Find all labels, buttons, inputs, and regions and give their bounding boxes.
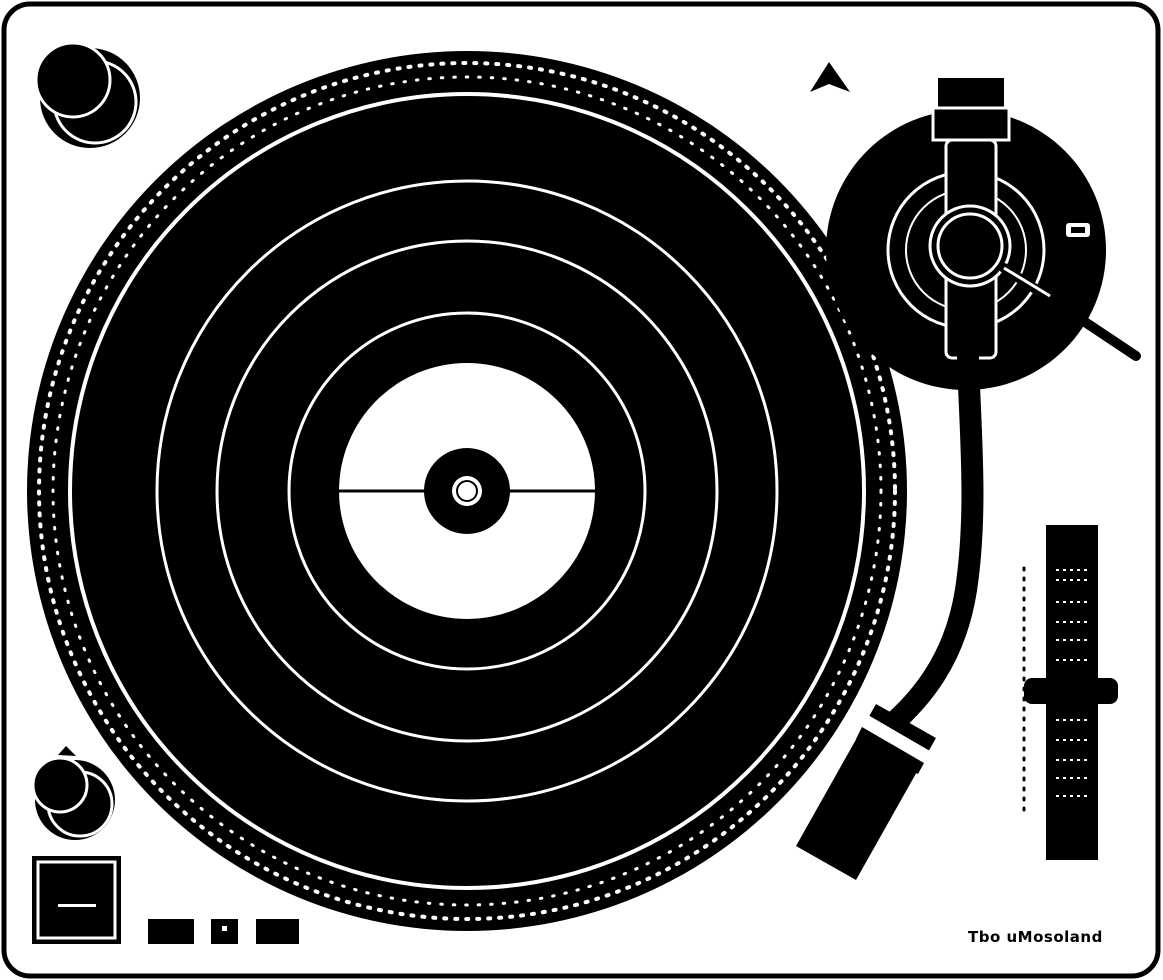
brand-label: Tbo uMosoland — [968, 928, 1103, 946]
vinyl-record — [77, 101, 857, 881]
platter-dot-track — [37, 61, 897, 921]
knob-icon[interactable] — [31, 746, 115, 840]
speed-45-button[interactable] — [211, 919, 238, 944]
platter-dot-track-inner — [51, 75, 883, 907]
record-groove-1 — [155, 179, 779, 803]
spindle-cap — [458, 482, 476, 500]
tonearm-pivot[interactable] — [928, 138, 1012, 360]
pitch-slider-ticks — [1056, 569, 1088, 797]
pitch-slider[interactable] — [1024, 525, 1118, 860]
arrow-icon — [810, 62, 850, 92]
counterweight[interactable] — [931, 78, 1011, 142]
record-groove-2 — [215, 239, 719, 743]
speed-78-button[interactable] — [256, 919, 299, 944]
record-groove-3 — [287, 311, 647, 671]
power-button-icon[interactable] — [32, 856, 121, 944]
speed-33-button[interactable] — [148, 919, 194, 944]
pitch-slider-handle[interactable] — [1024, 678, 1118, 704]
knob-icon[interactable] — [34, 41, 140, 148]
headshell[interactable] — [796, 704, 936, 880]
platter-edge-line — [68, 92, 866, 890]
tonearm[interactable] — [879, 347, 984, 737]
